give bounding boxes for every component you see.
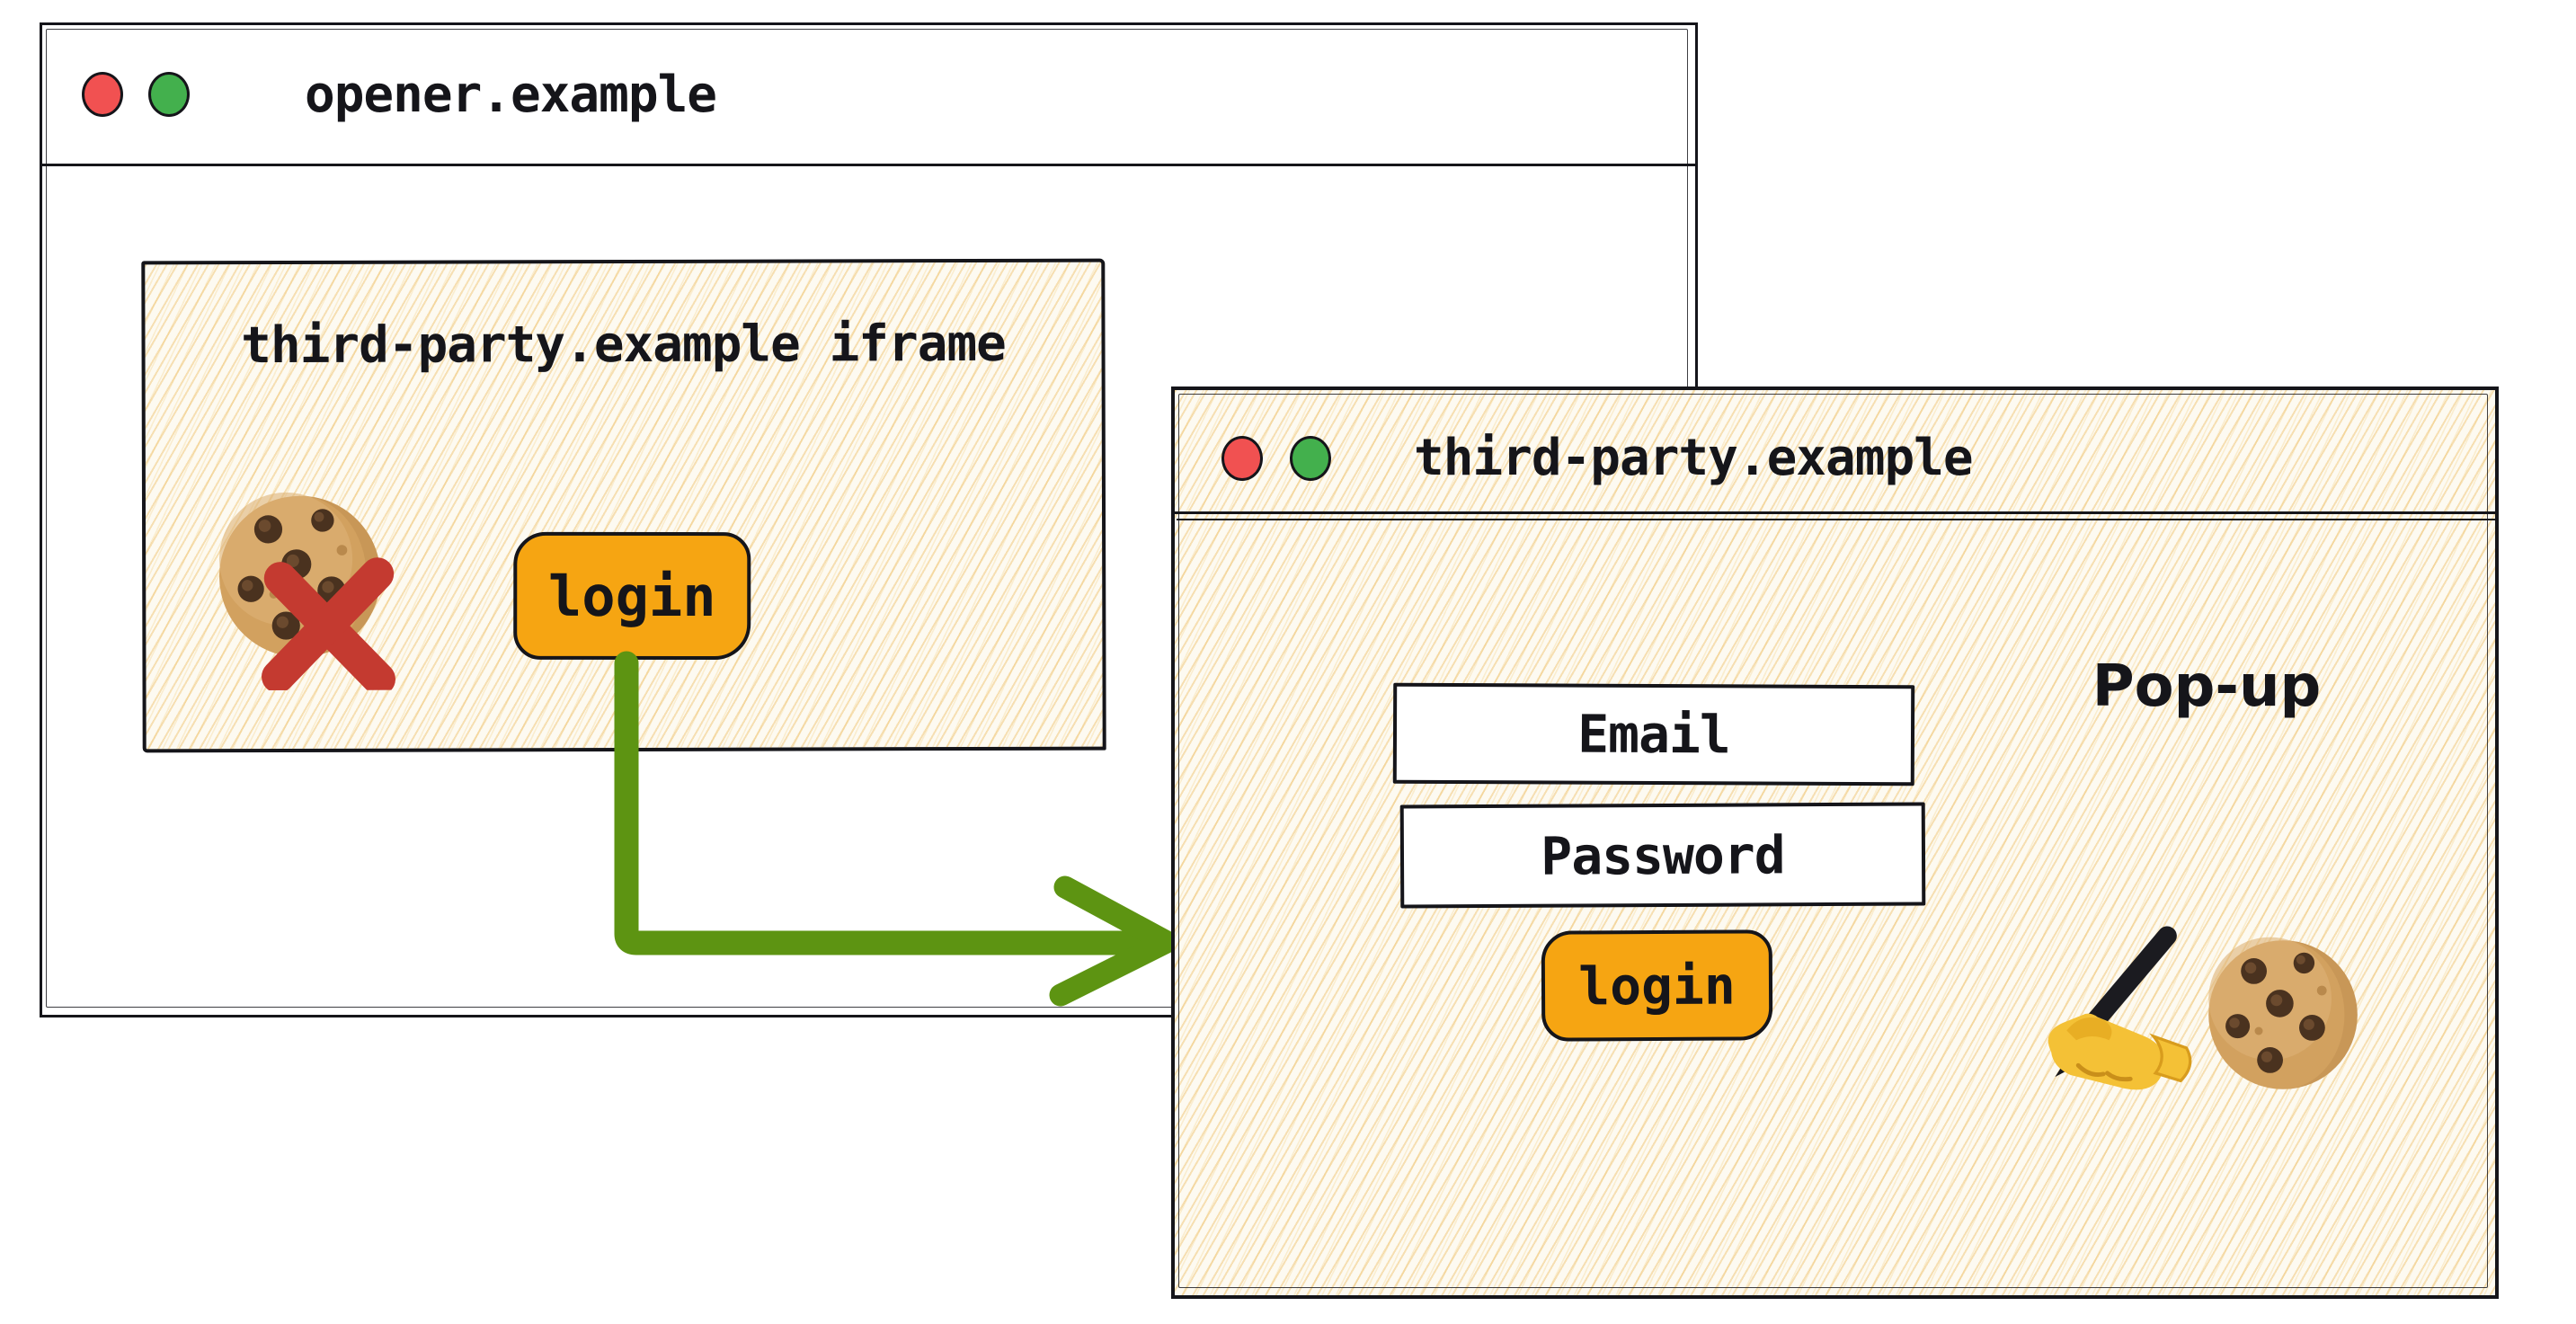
titlebar-divider <box>1177 518 2495 520</box>
iframe-login-button[interactable]: login <box>513 531 751 661</box>
popup-window: third-party.example Pop-up Email Passwor… <box>1171 387 2499 1299</box>
close-traffic-light-icon[interactable] <box>1221 435 1263 481</box>
cookie-icon <box>2208 937 2358 1089</box>
minimize-traffic-light-icon[interactable] <box>1290 435 1331 481</box>
opener-titlebar: opener.example <box>42 25 1695 173</box>
password-input[interactable]: Password <box>1399 802 1926 909</box>
blocked-cookie-icon <box>212 489 395 691</box>
third-party-iframe: third-party.example iframe <box>141 258 1106 753</box>
minimize-traffic-light-icon[interactable] <box>148 72 190 117</box>
close-traffic-light-icon[interactable] <box>82 72 123 117</box>
red-cross-icon <box>262 557 395 691</box>
popup-titlebar: third-party.example <box>1175 390 2495 520</box>
popup-login-button[interactable]: login <box>1541 929 1773 1042</box>
email-input[interactable]: Email <box>1392 682 1915 786</box>
popup-window-title: third-party.example <box>1414 429 1974 487</box>
popup-annotation-label: Pop-up <box>2092 653 2322 720</box>
popup-page-body: Pop-up Email Password login <box>1175 514 2495 1293</box>
opener-window-title: opener.example <box>305 65 717 124</box>
writing-hand-icon <box>2047 926 2192 1090</box>
iframe-title: third-party.example iframe <box>241 314 1006 376</box>
